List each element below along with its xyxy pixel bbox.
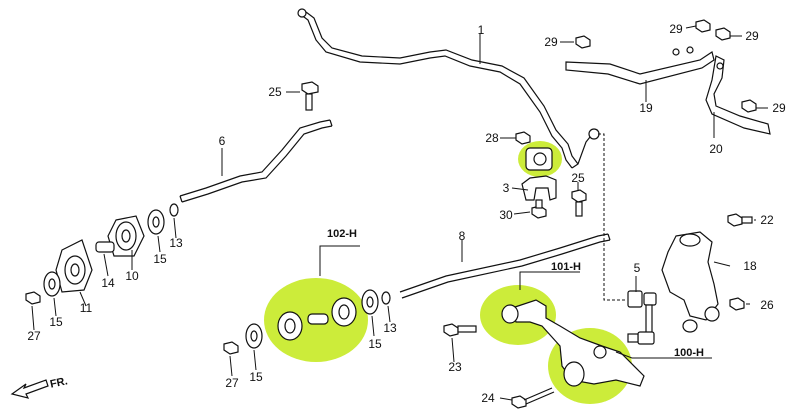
link-guide-line — [598, 133, 626, 301]
stabilizer-link — [627, 290, 657, 345]
bushing-set-102 — [277, 297, 357, 341]
callout-29-a: 29 — [544, 35, 558, 49]
group-label-101-h: 101-H — [551, 261, 581, 273]
callout-29-d: 29 — [772, 101, 786, 115]
group-label-102-h: 102-H — [327, 228, 357, 240]
group-label-100-h: 100-H — [674, 347, 704, 359]
callout-15-lower: 15 — [249, 370, 263, 384]
callout-8: 8 — [458, 229, 466, 243]
stabilizer-holder — [521, 175, 557, 201]
nut-27-lower — [223, 341, 239, 355]
bolt-25-top — [301, 81, 319, 111]
bolt-28 — [515, 131, 531, 145]
callout-29-b: 29 — [669, 22, 683, 36]
nut-26 — [729, 297, 745, 311]
radius-rod-8 — [399, 233, 611, 299]
callout-3: 3 — [502, 181, 510, 195]
callout-28: 28 — [485, 131, 499, 145]
leader-lines — [31, 25, 768, 401]
callout-19: 19 — [639, 101, 653, 115]
callout-6: 6 — [218, 134, 226, 148]
callout-27-lower: 27 — [225, 376, 239, 390]
bracket-19 — [565, 46, 715, 85]
stabilizer-bushing — [525, 147, 553, 171]
bolt-30 — [531, 199, 547, 219]
front-arrow-icon — [10, 379, 49, 399]
callout-13-top: 13 — [169, 236, 183, 250]
stabilizer-bar — [297, 8, 600, 169]
callout-24: 24 — [481, 391, 495, 405]
callout-20: 20 — [709, 142, 723, 156]
collar-14 — [95, 241, 115, 253]
bolt-25-right — [571, 189, 587, 217]
bolt-23 — [443, 323, 477, 337]
callout-29-c: 29 — [745, 29, 759, 43]
bolt-24 — [511, 387, 555, 409]
callout-13-lower: 13 — [383, 321, 397, 335]
lower-arm — [501, 299, 645, 387]
washer-13-top — [169, 203, 179, 217]
callout-30: 30 — [499, 208, 513, 222]
bracket-20 — [705, 55, 771, 135]
bushing-15-102 — [361, 289, 379, 315]
bushing-11 — [55, 239, 93, 293]
washer-13-lower — [381, 291, 391, 305]
callout-23: 23 — [448, 360, 462, 374]
callout-11: 11 — [79, 301, 93, 315]
callout-25-right: 25 — [571, 171, 585, 185]
callout-14: 14 — [101, 276, 115, 290]
callout-18: 18 — [743, 259, 757, 273]
nut-29-group — [575, 19, 757, 113]
callout-25-top: 25 — [268, 85, 282, 99]
bushing-15-left — [43, 271, 61, 297]
callout-22: 22 — [760, 213, 774, 227]
callout-15-left: 15 — [49, 315, 63, 329]
radius-rod-6 — [179, 119, 333, 203]
callout-5: 5 — [633, 261, 641, 275]
bushing-15-lower — [245, 323, 263, 349]
callout-1: 1 — [477, 23, 485, 37]
knuckle-18 — [661, 231, 720, 333]
bushing-15-top — [147, 209, 165, 235]
bushing-10 — [107, 215, 145, 257]
callout-27-left: 27 — [27, 329, 41, 343]
bolt-22 — [727, 213, 753, 227]
nut-27-left — [25, 291, 41, 305]
callout-15-top: 15 — [153, 252, 167, 266]
callout-15-102: 15 — [368, 337, 382, 351]
callout-26: 26 — [760, 298, 774, 312]
callout-10: 10 — [125, 269, 139, 283]
